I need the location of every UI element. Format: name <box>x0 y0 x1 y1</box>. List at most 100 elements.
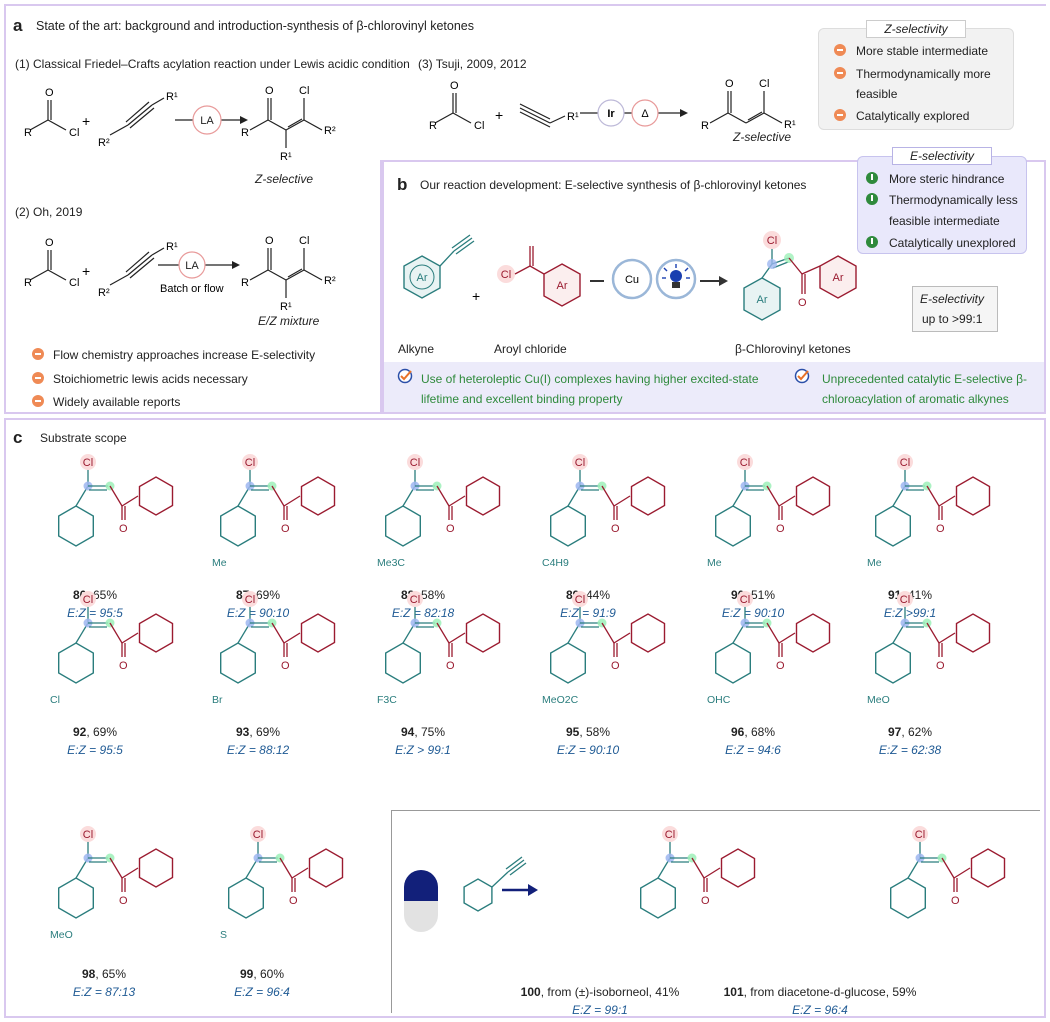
svg-text:Cl: Cl <box>740 457 750 469</box>
svg-text:Cl: Cl <box>69 277 79 289</box>
svg-text:Cl: Cl <box>501 269 511 281</box>
feature-1-line-2: lifetime and excellent binding property <box>421 392 623 406</box>
compound-ez-ratio: E:Z = 82:18 <box>391 606 455 620</box>
rxn2-outcome: E/Z mixture <box>258 314 320 328</box>
compound-ez-ratio: E:Z = 96:4 <box>234 985 290 999</box>
panel-a-bullet-2: Stoichiometric lewis acids necessary <box>53 372 248 386</box>
benzoyl-ring <box>630 613 666 653</box>
feature-1-line-1: Use of heteroleptic Cu(I) complexes havi… <box>421 372 759 386</box>
selectivity-value-1: E-selectivity <box>920 292 985 306</box>
capsule-icon <box>404 856 527 932</box>
svg-text:Cl: Cl <box>900 594 910 606</box>
compound-ez-ratio: E:Z = 90:10 <box>721 606 785 620</box>
compound-structure-101: ClO <box>889 826 1006 919</box>
substituent-label: MeO <box>867 694 890 706</box>
aryl-ring <box>874 642 911 684</box>
aryl-ring <box>57 642 94 684</box>
svg-text:O: O <box>936 660 945 672</box>
chlorine-atom <box>572 454 588 470</box>
feature-2-line-2: chloroacylation of aromatic alkynes <box>822 392 1009 406</box>
compound-number: 100 <box>520 985 541 999</box>
benzoyl-ring <box>795 476 831 516</box>
compound-structure-89: ClO C4H9 <box>542 454 666 569</box>
svg-text:LA: LA <box>200 115 214 127</box>
chlorine-atom <box>912 826 928 842</box>
compound-number: 93 <box>235 725 250 739</box>
aryl-ring <box>889 877 927 919</box>
svg-text:+: + <box>495 107 503 123</box>
selectivity-value-2: up to >99:1 <box>922 312 983 326</box>
svg-text:R¹: R¹ <box>166 241 178 253</box>
substituent-label: Me <box>212 557 227 569</box>
chlorine-atom <box>250 826 266 842</box>
svg-text:LA: LA <box>185 260 199 272</box>
svg-text:O: O <box>289 895 298 907</box>
svg-text:Cl: Cl <box>253 829 263 841</box>
chlorine-atom <box>80 826 96 842</box>
svg-text:Cl: Cl <box>83 457 93 469</box>
minus-icon <box>32 348 44 360</box>
svg-text:O: O <box>281 523 290 535</box>
chlorine-atom <box>737 454 753 470</box>
svg-text:Cl: Cl <box>83 594 93 606</box>
compound-label-94: 94, 75%E:Z > 99:1 <box>395 725 451 757</box>
benzoyl-ring <box>465 613 501 653</box>
svg-text:R²: R² <box>98 137 110 149</box>
substituent-label: C4H9 <box>542 557 569 569</box>
panel-b-letter: b <box>397 175 408 194</box>
svg-text:+: + <box>82 263 90 279</box>
svg-text:Δ: Δ <box>641 108 649 120</box>
z-item-1: More stable intermediate <box>856 44 989 58</box>
chlorine-atom <box>572 591 588 607</box>
compound-ez-ratio: E:Z = 95:5 <box>67 743 123 757</box>
svg-text:O: O <box>776 660 785 672</box>
compound-yield: , 68% <box>744 725 776 739</box>
rxn3-scheme: Ir Δ R O Cl + R¹ R O Cl R¹ <box>429 78 796 132</box>
minus-icon <box>834 44 846 56</box>
svg-text:Cu: Cu <box>625 274 639 286</box>
svg-text:R¹: R¹ <box>280 151 292 163</box>
aroyl-chloride-label: Aroyl chloride <box>494 342 567 356</box>
svg-text:O: O <box>611 523 620 535</box>
benzoyl-ring <box>630 476 666 516</box>
svg-text:Cl: Cl <box>575 594 585 606</box>
aryl-ring <box>219 505 256 547</box>
benzoyl-ring <box>138 613 174 653</box>
compound-yield: , 58% <box>579 725 611 739</box>
svg-text:Ar: Ar <box>757 294 768 306</box>
aryl-ring <box>549 505 586 547</box>
feature-2-line-1: Unprecedented catalytic E-selective β- <box>822 372 1027 386</box>
alkyne-label: Alkyne <box>398 342 435 356</box>
svg-text:Batch or flow: Batch or flow <box>160 283 224 295</box>
svg-text:O: O <box>611 660 620 672</box>
panel-a-bullet-3: Widely available reports <box>53 395 181 409</box>
e-item-2: Thermodynamically less <box>889 193 1018 207</box>
late-stage-box <box>391 810 1040 1013</box>
svg-text:O: O <box>45 87 54 99</box>
compound-label-97: 97, 62%E:Z = 62:38 <box>879 725 941 757</box>
check-icon <box>794 368 810 384</box>
svg-text:O: O <box>119 895 128 907</box>
panel-b-scheme: Ar + Cl Ar Cu Cl Ar O Ar <box>403 231 857 321</box>
z-selectivity-box <box>818 28 1014 130</box>
chlorine-atom <box>897 454 913 470</box>
svg-text:Cl: Cl <box>575 457 585 469</box>
svg-text:O: O <box>45 237 54 249</box>
chlorine-atom <box>242 454 258 470</box>
svg-text:R: R <box>241 127 249 139</box>
exclamation-icon <box>866 236 878 248</box>
check-icon <box>397 368 413 384</box>
svg-text:R: R <box>241 277 249 289</box>
svg-text:O: O <box>936 523 945 535</box>
svg-text:O: O <box>798 297 807 309</box>
compound-structure-97: ClO MeO <box>867 591 991 706</box>
minus-icon <box>32 395 44 407</box>
aryl-ring <box>874 505 911 547</box>
compound-number: 94 <box>400 725 415 739</box>
panel-b-features-band <box>384 362 1044 412</box>
panel-c-letter: c <box>13 428 23 447</box>
svg-text:R¹: R¹ <box>784 119 796 131</box>
